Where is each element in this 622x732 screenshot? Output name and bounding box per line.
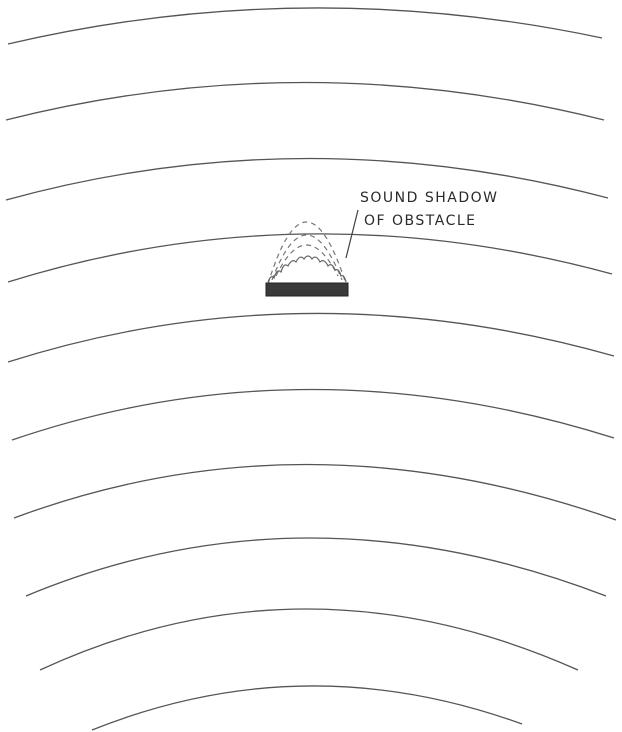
wavefront-4 [8, 234, 612, 282]
sound-shadow [268, 222, 346, 284]
wavefront-8 [26, 538, 606, 596]
wavefront-9 [40, 609, 578, 670]
shadow-arc-middle [272, 235, 342, 280]
wavefront-10 [92, 686, 522, 730]
wavefront-5 [8, 313, 614, 362]
wavefront-2 [6, 83, 604, 121]
wavefront-6 [12, 389, 614, 440]
shadow-arc-inner [276, 245, 338, 276]
wavefronts [6, 8, 616, 730]
shadow-wavy-line [268, 256, 346, 282]
obstacle-block [266, 283, 348, 296]
annotation-line-2: OF OBSTACLE [364, 213, 477, 229]
annotation-label: SOUND SHADOW OF OBSTACLE [360, 190, 499, 229]
wavefront-1 [8, 8, 602, 44]
annotation-line-1: SOUND SHADOW [360, 190, 499, 206]
wavefront-3 [6, 158, 608, 200]
shadow-arc-outer [268, 222, 346, 284]
wavefront-7 [14, 464, 616, 520]
